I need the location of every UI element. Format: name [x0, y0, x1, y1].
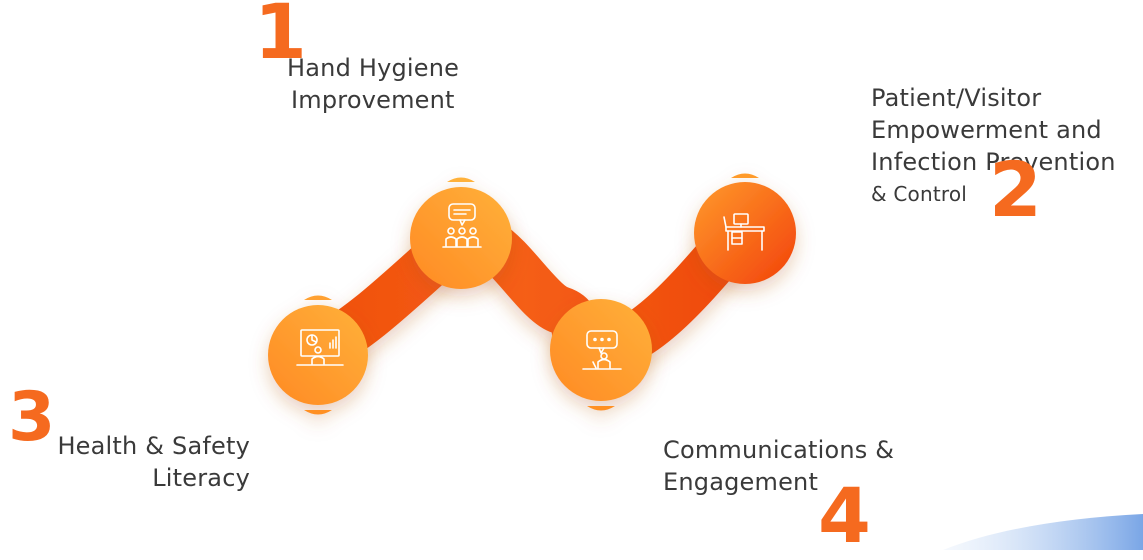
presentation-icon — [296, 329, 344, 366]
node-3 — [268, 295, 368, 415]
step-3-label: Health & Safety Literacy — [40, 430, 250, 494]
step-4-label-line-2: Engagement — [663, 468, 819, 496]
speaker-icon — [582, 330, 622, 370]
node-2 — [694, 173, 796, 284]
step-1-label-line-1: Hand Hygiene — [287, 54, 460, 82]
step-3-number: 3 — [8, 378, 56, 457]
step-2-label: Patient/Visitor Empowerment and Infectio… — [871, 82, 1116, 210]
step-2-label-line-4: & Control — [871, 182, 968, 206]
step-1-label: Hand Hygiene Improvement — [287, 52, 459, 116]
step-2-label-line-1: Patient/Visitor — [871, 84, 1042, 112]
step-2-label-line-3: Infection Prevention — [871, 148, 1116, 176]
step-1-label-line-2: Improvement — [291, 86, 455, 114]
meeting-icon — [442, 203, 482, 248]
step-3-label-line-2: Literacy — [152, 464, 250, 492]
desk-icon — [723, 213, 765, 251]
corner-swoosh-decoration — [943, 514, 1143, 550]
step-2-number: 2 — [989, 145, 1042, 234]
step-4-number: 4 — [818, 471, 871, 560]
step-3-label-line-1: Health & Safety — [57, 432, 250, 460]
step-4-label: Communications & Engagement — [663, 434, 894, 498]
connector-band — [294, 212, 757, 374]
node-4 — [550, 299, 652, 411]
step-4-label-line-1: Communications & — [663, 436, 895, 464]
step-2-label-line-2: Empowerment and — [871, 116, 1102, 144]
step-1-number: 1 — [254, 0, 307, 76]
node-1 — [410, 177, 512, 289]
